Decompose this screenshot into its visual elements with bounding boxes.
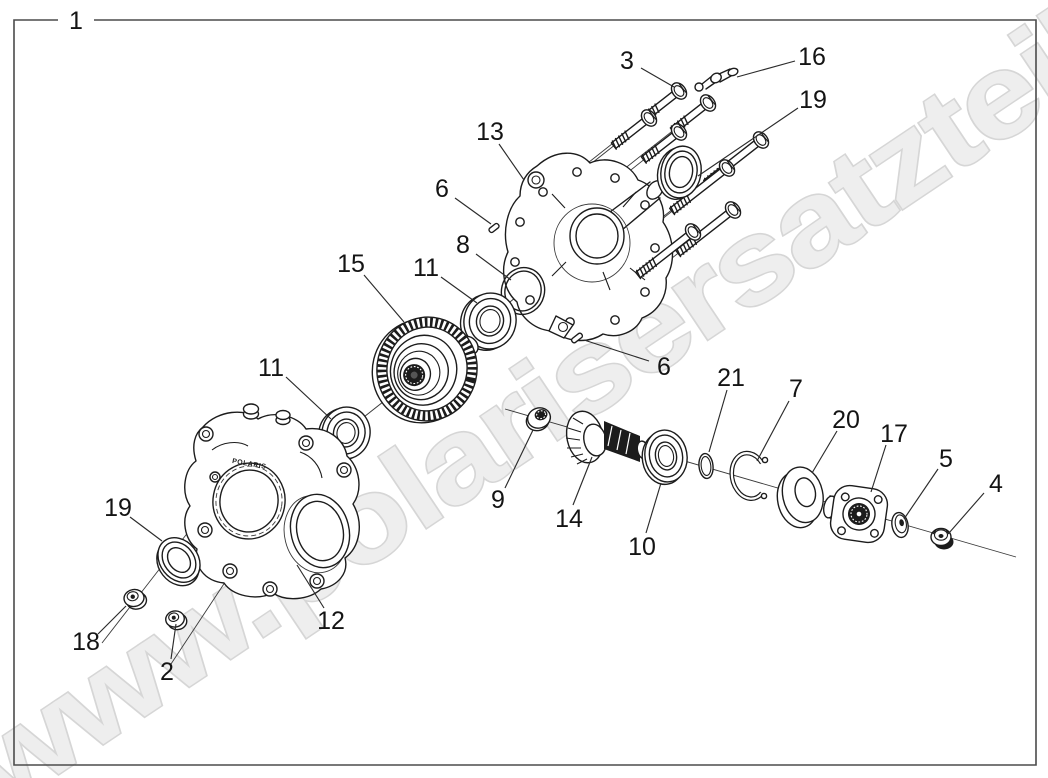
callout-label-8: 8 [456,231,470,259]
callout-label-19b: 19 [104,494,132,522]
callout-label-11a: 11 [413,254,439,282]
leader-line-9 [504,429,534,489]
leader-line-20 [811,430,838,474]
fill-plug [165,610,188,631]
leader-line-3 [640,67,675,88]
callout-label-15: 15 [337,250,365,278]
shim-ring [698,452,714,480]
leader-line-5 [903,468,939,520]
callout-labels-layer: 2 3 4 5 6 6 7 8 9 10 11 11 12 13 14 15 16 17 18 19 19 20 21 [72,43,1003,686]
leader-line-16 [736,60,796,78]
oil-seal-top [656,145,702,200]
flange-nut [930,527,954,550]
frame-border [13,19,1037,766]
leader-line-19a [697,107,799,177]
rear-cover-housing [502,152,674,342]
leader-line-7 [756,400,790,462]
callout-label-21: 21 [717,364,745,392]
callout-label-19a: 19 [799,86,827,114]
callout-label-12: 12 [317,607,345,635]
o-ring [500,266,546,316]
callout-label-6b: 6 [657,353,671,381]
ring-gear [371,316,479,424]
callout-label-1: 1 [69,7,83,35]
leader-line-18 [97,605,127,635]
leader-line-19b [129,516,163,542]
main-gearcase-housing: POLARIS [184,403,360,600]
callout-label-14: 14 [555,505,583,533]
callout-label-17: 17 [880,420,908,448]
callout-label-18: 18 [72,628,100,656]
leader-line-11b [285,376,332,420]
leader-line-11a [440,276,478,304]
drain-plug [123,588,148,610]
bearing-upper [459,292,517,351]
leader-line-17 [870,444,887,493]
leader-lines-layer [97,60,985,660]
callout-label-7: 7 [789,375,803,403]
callout-label-9: 9 [491,486,505,514]
leader-line-12 [296,564,325,609]
leader-line-6b [583,339,650,362]
callout-label-3: 3 [620,47,634,75]
callout-label-20: 20 [832,406,860,434]
dowel-pin-lower [570,332,584,344]
leader-line-21 [708,389,728,453]
callout-label-11b: 11 [258,354,284,382]
output-flange [823,484,889,544]
oil-seal-left [156,537,201,587]
dowel-pin-upper [488,222,500,234]
leader-line-14 [572,456,593,506]
callout-label-16: 16 [798,43,826,71]
snap-ring [729,450,769,501]
callout-label-2: 2 [160,658,174,686]
callout-label-4: 4 [989,470,1003,498]
leader-line-8 [475,253,512,281]
leader-line-13 [498,143,525,181]
leader-line-10 [645,482,662,534]
callout-label-13: 13 [476,118,504,146]
leader-line-6a [454,197,492,225]
thrust-washer [776,466,824,529]
leader-line-4 [948,492,985,534]
pinion-bearing [641,429,688,486]
callout-label-10: 10 [628,533,656,561]
leader-line-2 [170,623,177,660]
pinion-spacer [525,407,552,432]
callout-label-5: 5 [939,445,953,473]
leader-line-15 [363,274,405,323]
breather-fitting [694,67,739,92]
callout-label-6a: 6 [435,175,449,203]
